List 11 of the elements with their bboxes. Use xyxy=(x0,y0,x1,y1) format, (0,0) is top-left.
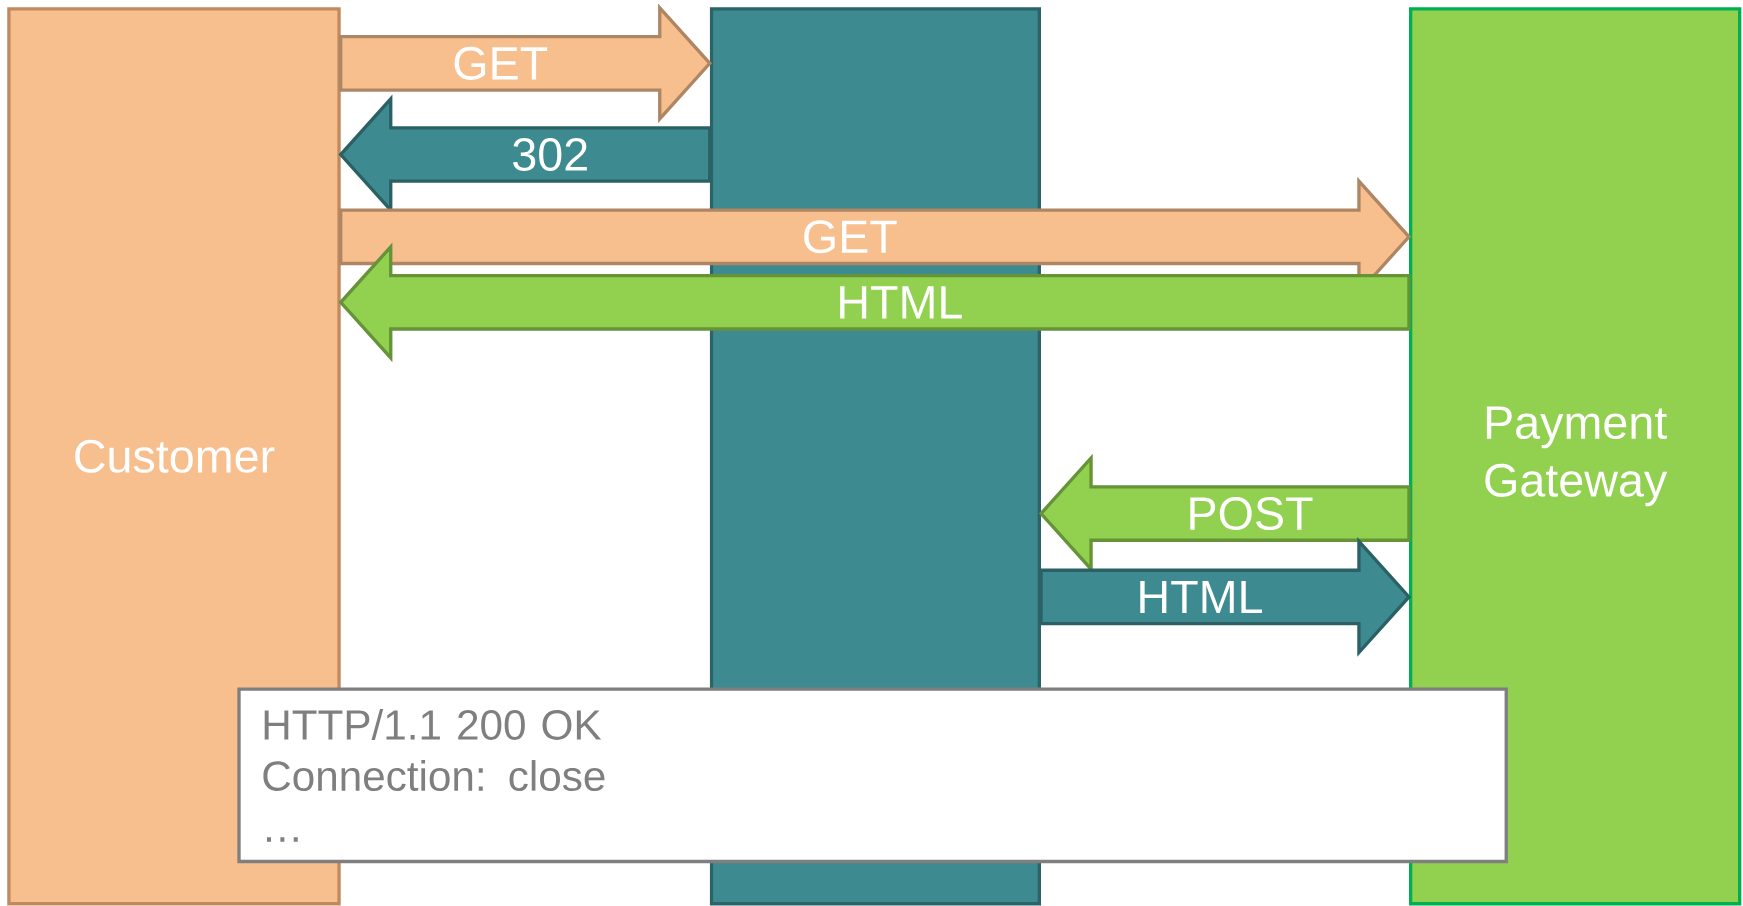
message-box: HTTP/1.1 200 OK Connection: close … xyxy=(237,687,1508,864)
edge-label: GET xyxy=(454,46,548,80)
edge-label: HTML xyxy=(840,286,962,319)
edge-label: POST xyxy=(1190,497,1313,531)
block-arrow xyxy=(339,3,713,124)
edge-label: HTML xyxy=(1140,580,1262,613)
edge-label: 302 xyxy=(513,138,587,172)
lane-box: Payment Gateway xyxy=(1408,7,1742,906)
block-arrow xyxy=(338,242,1411,363)
edge-label: GET xyxy=(804,220,897,254)
block-arrow xyxy=(1039,537,1412,657)
